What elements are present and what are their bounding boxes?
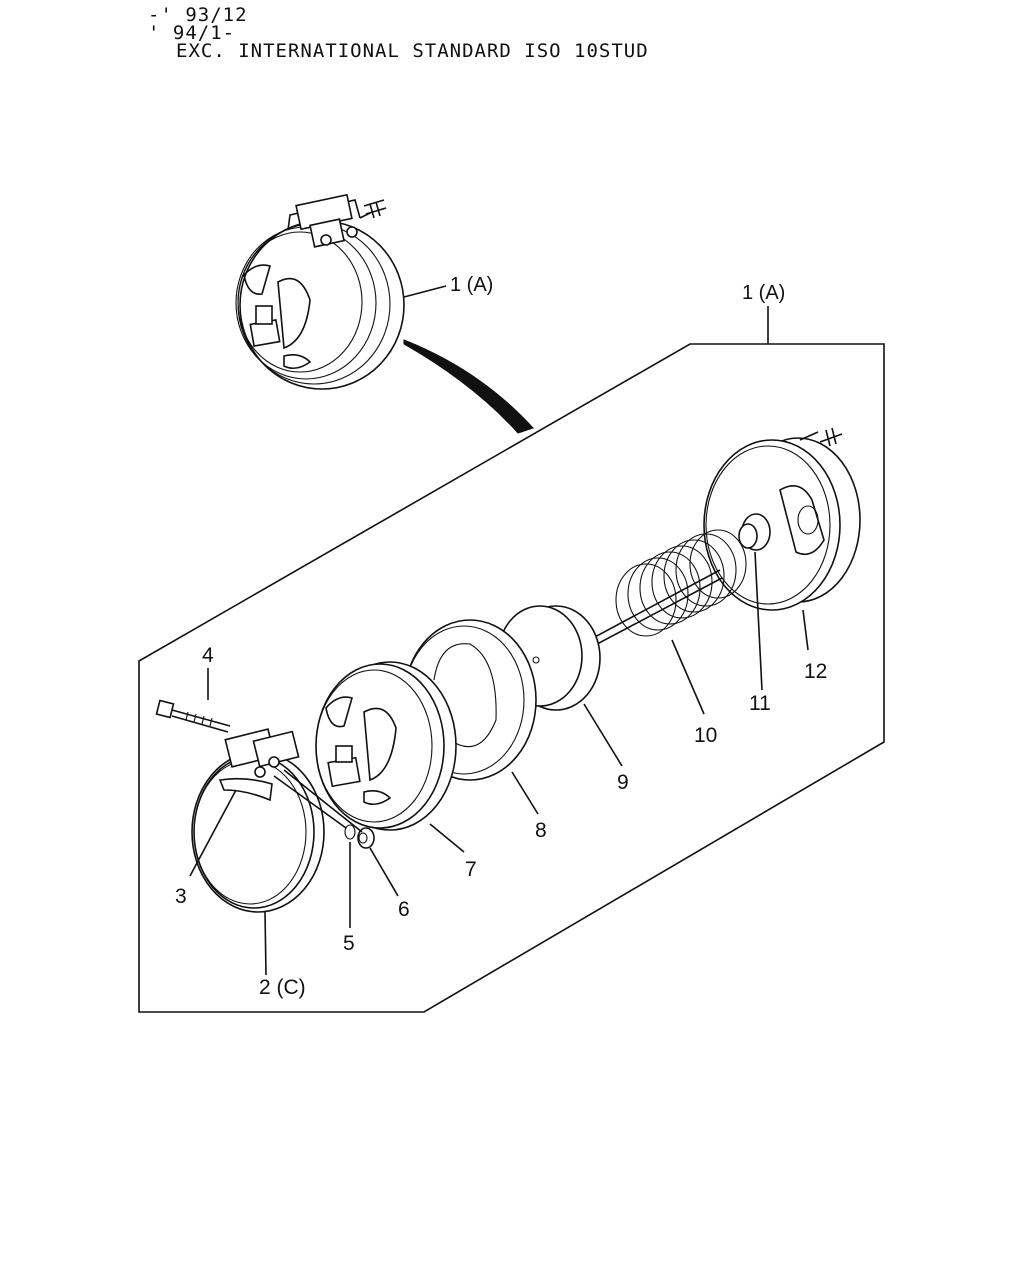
part-7-front-housing	[315, 661, 465, 853]
callout-part-10: 10	[694, 724, 717, 747]
part-10-spring	[577, 529, 747, 715]
date-range-end: ' 94/1-	[148, 22, 236, 44]
part-5-washer	[273, 775, 356, 928]
brake-chamber-assembly	[235, 193, 447, 390]
callout-assembly-frame: 1 (A)	[742, 282, 785, 304]
exploded-view-frame	[138, 343, 885, 1013]
standard-note: EXC. INTERNATIONAL STANDARD ISO 10STUD	[176, 40, 649, 62]
callout-part-12: 12	[804, 660, 827, 683]
callout-part-2: 2 (C)	[259, 976, 306, 999]
callout-assembly-top: 1 (A)	[450, 274, 493, 296]
date-range-start: -' 93/12	[148, 4, 248, 26]
callout-part-6: 6	[398, 898, 410, 921]
explode-arrow	[403, 339, 534, 434]
part-4-bolt	[155, 668, 231, 733]
callout-part-4: 4	[202, 644, 214, 667]
callout-part-3: 3	[175, 885, 187, 908]
diagram-header: -' 93/12 ' 94/1- EXC. INTERNATIONAL STAN…	[148, 4, 649, 62]
part-3-clamp-bracket	[189, 728, 300, 877]
part-11-bushing	[738, 513, 771, 691]
part-12-rear-housing	[703, 427, 861, 651]
callout-part-8: 8	[535, 819, 547, 842]
part-6-nut	[283, 769, 399, 897]
callout-part-7: 7	[465, 858, 477, 881]
part-2-clamp-ring	[191, 751, 325, 976]
callout-part-9: 9	[617, 771, 629, 794]
callout-part-5: 5	[343, 932, 355, 955]
callout-part-11: 11	[749, 692, 771, 715]
